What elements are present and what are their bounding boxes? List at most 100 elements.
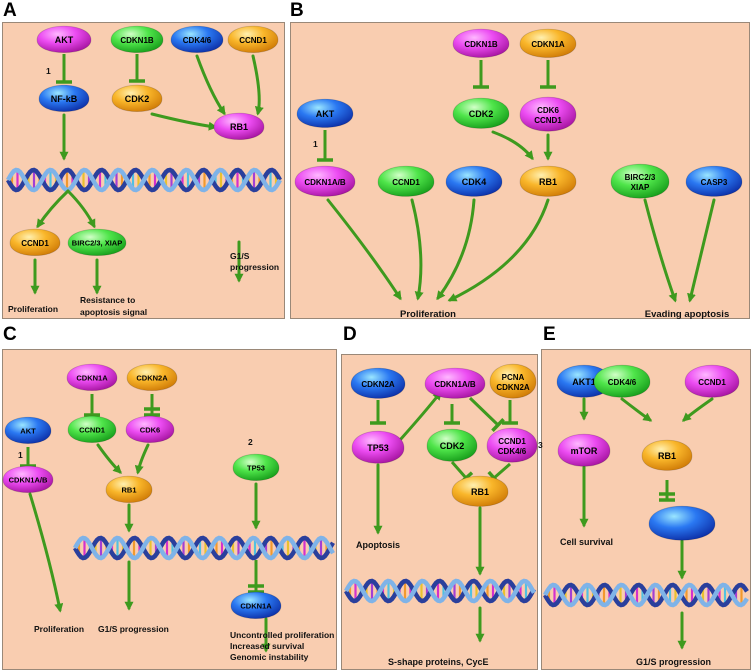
- node-a-akt: AKT: [36, 25, 92, 53]
- node-d-rb1: RB1: [451, 475, 509, 507]
- node-b-cdkn1a-label: CDKN1A: [531, 40, 565, 49]
- arrow-a-dna-birc: [66, 189, 96, 229]
- node-b-akt: AKT: [296, 98, 354, 128]
- node-c-cdkn2a-label: CDKN2A: [136, 374, 168, 383]
- node-c-akt-label: AKT: [20, 427, 36, 436]
- outcome-e-cell-survival: Cell survival: [560, 537, 613, 547]
- dna-helix-d: [344, 578, 536, 604]
- node-c-cdkn1ab: CDKN1A/B: [2, 465, 54, 493]
- node-d-ccnd1-cdk46-label: CDK4/6: [498, 447, 527, 456]
- inhibit-d-cdkn1ab-ccnd1: [468, 396, 505, 432]
- panel-label-c: C: [3, 324, 17, 345]
- node-a-ccnd1-2: CCND1: [9, 228, 61, 256]
- node-a-rb1-label: RB1: [230, 122, 248, 132]
- outcome-e-g1s: G1/S progression: [636, 657, 711, 667]
- arrow-b-birc-evading: [643, 198, 678, 303]
- outcome-a-resistance-2: apoptosis signal: [80, 307, 147, 317]
- node-a-cdk2-label: CDK2: [125, 94, 150, 104]
- node-e-cdk46: CDK4/6: [593, 364, 651, 398]
- dna-helix-e: [543, 582, 749, 608]
- node-c-cdkn1a: CDKN1A: [66, 363, 118, 391]
- dna-helix-c: [73, 535, 335, 561]
- inhibit-a-cdkn1b-cdk2: [129, 54, 145, 83]
- inhibit-d-cdkn2a-tp53: [370, 400, 386, 425]
- arrow-c-cdk6-rb1: [134, 443, 150, 475]
- node-e-rb1-label: RB1: [658, 451, 676, 461]
- node-a-cdk46-label: CDK4/6: [183, 36, 212, 45]
- node-c-ccnd1-label: CCND1: [79, 426, 105, 435]
- node-b-cdkn1a: CDKN1A: [519, 28, 577, 58]
- node-b-birc-xiap-label: BIRC2/3: [625, 173, 656, 182]
- node-d-pcna-cdkn2a-label: PCNA: [502, 373, 525, 382]
- node-e-akt1-label: AKT1: [572, 377, 596, 387]
- node-b-casp3-label: CASP3: [701, 178, 728, 187]
- outcome-c-proliferation: Proliferation: [34, 624, 84, 634]
- node-d-cdkn1ab: CDKN1A/B: [424, 367, 486, 399]
- node-b-cdk2-label: CDK2: [469, 109, 494, 119]
- node-c-cdkn1ab-label: CDKN1A/B: [9, 476, 48, 485]
- node-a-cdkn1b-label: CDKN1B: [120, 36, 154, 45]
- arrow-d-tp53-cdkn1ab: [398, 390, 442, 442]
- node-b-cdk6-ccnd1-label: CDK6: [537, 106, 559, 115]
- node-d-ccnd1-cdk46-label: CCND1: [498, 437, 526, 446]
- node-c-cdkn1a-label: CDKN1A: [76, 374, 108, 383]
- node-b-birc-xiap-label: XIAP: [631, 183, 650, 192]
- node-d-pcna-cdkn2a-label: CDKN2A: [496, 383, 530, 392]
- panel-b: [290, 22, 750, 319]
- node-b-cdk6-ccnd1-label: CCND1: [534, 116, 562, 125]
- panel-label-e: E: [543, 324, 556, 345]
- node-b-ccnd1-label: CCND1: [392, 178, 420, 187]
- node-b-rb1: RB1: [519, 165, 577, 197]
- panel-c: [2, 349, 337, 670]
- inhibit-a-akt-nfkb: [56, 54, 72, 84]
- panel-label-b: B: [290, 0, 304, 21]
- node-a-ccnd1-2-label: CCND1: [21, 239, 49, 248]
- node-d-tp53-label: TP53: [367, 443, 389, 453]
- edge-label-b-1: 1: [313, 139, 318, 149]
- arrow-e-cdk46-rb1: [620, 397, 653, 422]
- arrow-a-dna-ccnd1: [36, 189, 70, 229]
- outcome-a-resistance-1: Resistance to: [80, 295, 135, 305]
- node-e-cdk46-label: CDK4/6: [608, 378, 637, 387]
- panel-d: [341, 354, 538, 670]
- node-b-rb1-label: RB1: [539, 177, 557, 187]
- node-c-rb1-label: RB1: [121, 486, 136, 495]
- node-e-mtor: mTOR: [557, 433, 611, 467]
- arrow-b-cdkn1ab-prolif: [326, 198, 402, 301]
- arrow-c-cdkn1ab-proliferation: [28, 492, 64, 613]
- node-e-ccnd1: CCND1: [684, 364, 740, 398]
- node-b-cdkn1b-label: CDKN1B: [464, 40, 498, 49]
- outcome-c-g1s: G1/S progression: [98, 624, 169, 634]
- node-d-cdk2: CDK2: [426, 428, 478, 462]
- arrow-b-casp3-evading: [687, 198, 716, 303]
- outcome-a-g1s-1: G1/S: [230, 251, 250, 261]
- node-c-cdkn1a-2: CDKN1A: [230, 591, 282, 619]
- dna-helix-a: [6, 167, 282, 193]
- node-a-ccnd1-label: CCND1: [239, 36, 267, 45]
- node-d-rb1-label: RB1: [471, 487, 489, 497]
- node-c-cdkn1a-2-label: CDKN1A: [240, 602, 272, 611]
- node-a-rb1: RB1: [213, 112, 265, 140]
- panel-label-a: A: [3, 0, 17, 21]
- node-c-tp53-label: TP53: [247, 464, 265, 473]
- outcome-a-proliferation: Proliferation: [8, 304, 58, 314]
- node-a-nfkb: NF-kB: [38, 84, 90, 112]
- node-a-cdk46: CDK4/6: [170, 25, 224, 53]
- node-e-unlabeled-protein: [648, 505, 716, 541]
- outcome-c-uncontrolled: Uncontrolled proliferation: [230, 630, 334, 640]
- outcome-c-instability: Genomic instability: [230, 652, 309, 662]
- node-b-casp3: CASP3: [685, 165, 743, 197]
- arrow-b-ccnd1-prolif: [410, 198, 424, 301]
- node-e-rb1: RB1: [641, 439, 693, 471]
- inhibit-d-cdkn1ab-cdk2: [444, 404, 460, 425]
- inhibit-c-cdkn2a-cdk6: [144, 394, 160, 417]
- node-a-cdkn1b: CDKN1B: [110, 25, 164, 53]
- node-e-mtor-label: mTOR: [571, 446, 598, 456]
- node-c-tp53: TP53: [232, 453, 280, 481]
- node-b-cdk4-label: CDK4: [462, 177, 487, 187]
- node-a-birc-xiap: BIRC2/3, XIAP: [67, 228, 127, 256]
- node-d-cdkn2a-label: CDKN2A: [361, 380, 395, 389]
